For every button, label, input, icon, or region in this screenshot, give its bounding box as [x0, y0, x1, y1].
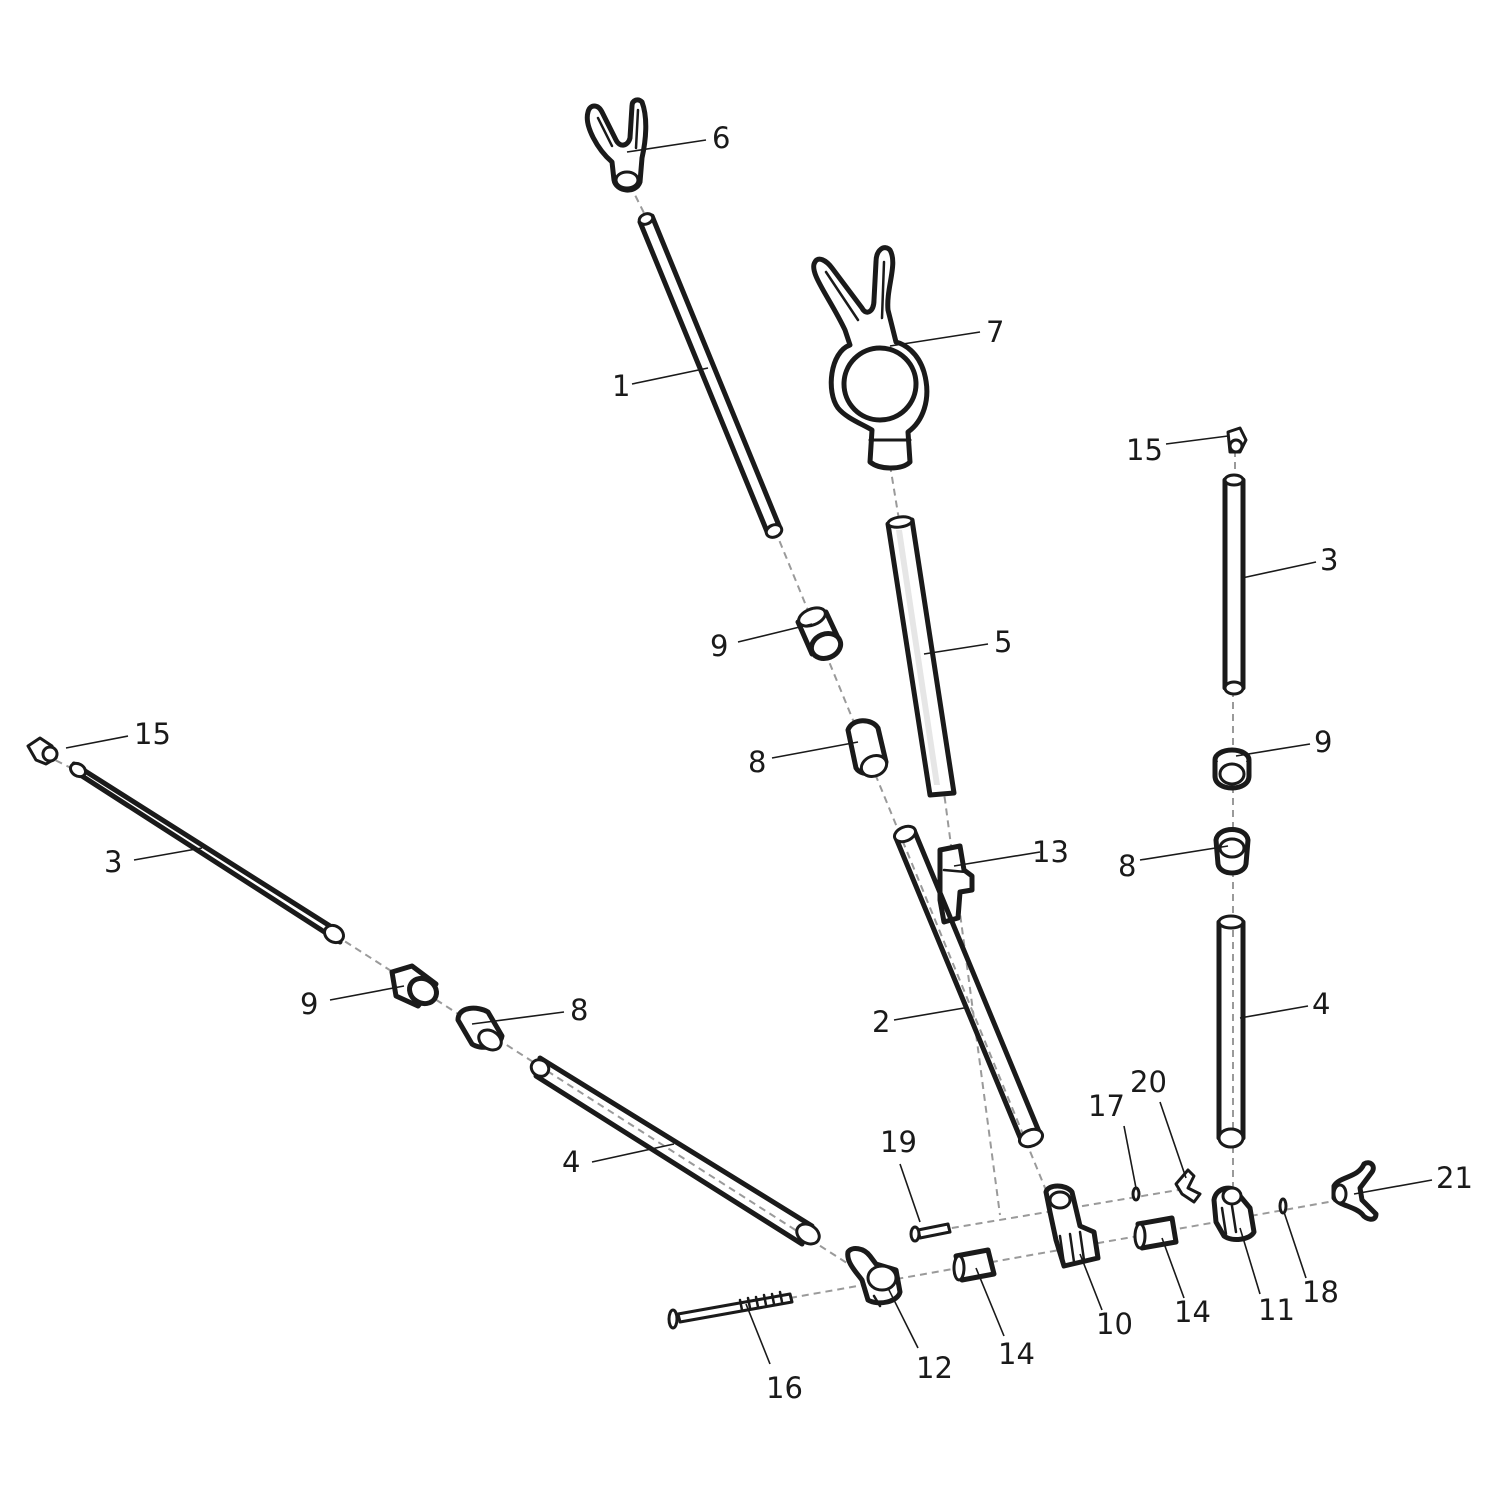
callout-9-right: 9	[1314, 725, 1332, 759]
part-13-clip	[937, 843, 975, 925]
callout-20: 20	[1130, 1065, 1167, 1099]
callout-labels: 6 1 7 15 3 5 9 15 8 9 13 8 3 9 8 2 4 4 1…	[104, 121, 1473, 1405]
leader-lines	[65, 139, 1433, 1365]
callout-7: 7	[986, 315, 1004, 349]
callout-9-left: 9	[300, 987, 318, 1021]
part-21-wing-nut	[1331, 1160, 1379, 1222]
callout-8-front: 8	[748, 745, 766, 779]
callout-12: 12	[916, 1351, 953, 1385]
part-7-large-rod-rest	[811, 245, 930, 471]
part-8-cap-left	[455, 1005, 505, 1052]
part-14-spacer-left	[952, 1247, 997, 1283]
part-18-washer	[1278, 1197, 1288, 1215]
part-10-hinge-block	[1043, 1183, 1101, 1269]
part-8-cap-front	[845, 718, 889, 778]
callout-19: 19	[880, 1125, 917, 1159]
callout-4-right: 4	[1312, 987, 1330, 1021]
part-1-tube	[637, 212, 784, 539]
callout-8-right: 8	[1118, 849, 1136, 883]
callout-15-right: 15	[1126, 433, 1163, 467]
callout-18: 18	[1302, 1275, 1339, 1309]
part-9-sleeve-right	[1212, 747, 1252, 791]
callout-21: 21	[1436, 1161, 1473, 1195]
part-19-screw	[909, 1222, 952, 1243]
part-3-tube-left	[69, 761, 345, 945]
callout-11: 11	[1258, 1293, 1295, 1327]
part-6-small-rod-rest	[584, 97, 649, 193]
callout-13: 13	[1032, 835, 1069, 869]
part-8-cap-right	[1213, 827, 1251, 876]
part-5-tube	[885, 515, 957, 798]
part-9-sleeve-front	[795, 606, 844, 661]
callout-14-right: 14	[1174, 1295, 1211, 1329]
callout-6: 6	[712, 121, 730, 155]
part-20-wing-nut	[1174, 1168, 1202, 1204]
callout-10: 10	[1096, 1307, 1133, 1341]
callout-16: 16	[766, 1371, 803, 1405]
callout-14-left: 14	[998, 1337, 1035, 1371]
part-16-bolt	[667, 1290, 794, 1330]
part-3-tube-right	[1222, 473, 1246, 696]
callout-1: 1	[612, 369, 630, 403]
callout-8-left: 8	[570, 993, 588, 1027]
callout-17: 17	[1088, 1089, 1125, 1123]
part-17-nut	[1131, 1186, 1141, 1202]
part-15-end-cap-right	[1226, 426, 1248, 454]
callout-2: 2	[872, 1005, 890, 1039]
part-15-end-cap-left	[26, 736, 59, 766]
callout-4-left: 4	[562, 1145, 580, 1179]
part-4-tube-right	[1216, 914, 1246, 1149]
part-14-spacer-right	[1133, 1215, 1179, 1251]
callout-15-left: 15	[134, 717, 171, 751]
callout-3-left: 3	[104, 845, 122, 879]
part-11-hinge-block	[1211, 1185, 1257, 1242]
part-4-tube-left	[529, 1055, 821, 1247]
callout-9-front: 9	[710, 629, 728, 663]
part-9-sleeve-left	[389, 963, 439, 1009]
part-12-hinge-block	[845, 1246, 903, 1308]
callout-5: 5	[994, 625, 1012, 659]
part-2-tube	[892, 824, 1045, 1149]
callout-3-right: 3	[1320, 543, 1338, 577]
